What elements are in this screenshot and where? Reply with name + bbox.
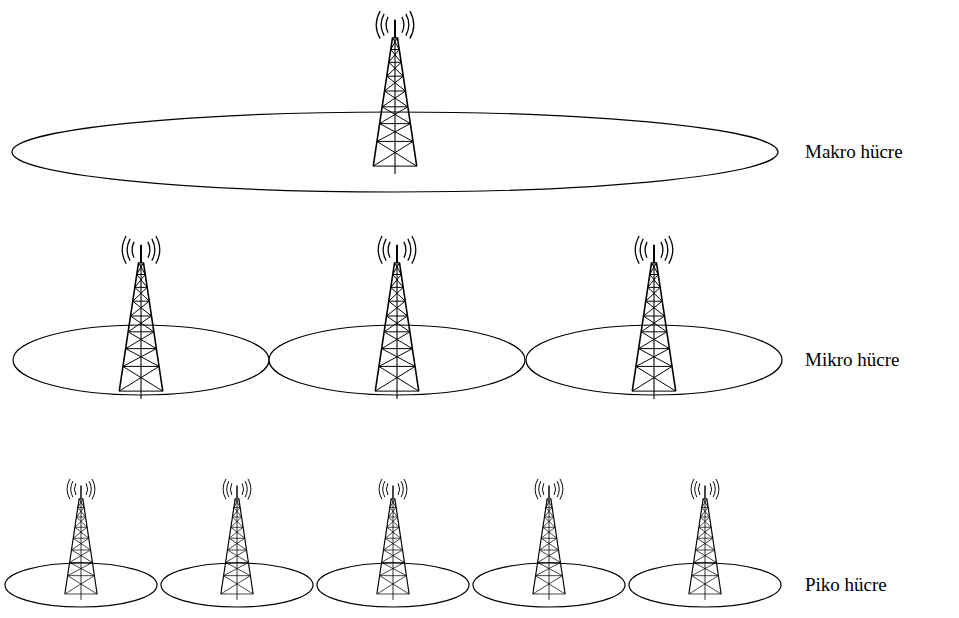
cell-tower <box>221 479 253 600</box>
cell-tower <box>119 236 162 399</box>
cell-type-label: Makro hücre <box>805 140 903 164</box>
cell-type-label: Mikro hücre <box>805 348 899 372</box>
cell-tower <box>632 236 675 399</box>
cell-tower <box>689 479 721 600</box>
cell-type-label: Piko hücre <box>805 573 887 597</box>
cell-ellipses <box>5 112 782 607</box>
tower-symbols <box>65 11 721 600</box>
cell-tower <box>375 236 418 399</box>
cell-tower <box>65 479 97 600</box>
cell-tower <box>377 479 409 600</box>
cell-tower <box>533 479 565 600</box>
cell-tower <box>373 11 416 174</box>
